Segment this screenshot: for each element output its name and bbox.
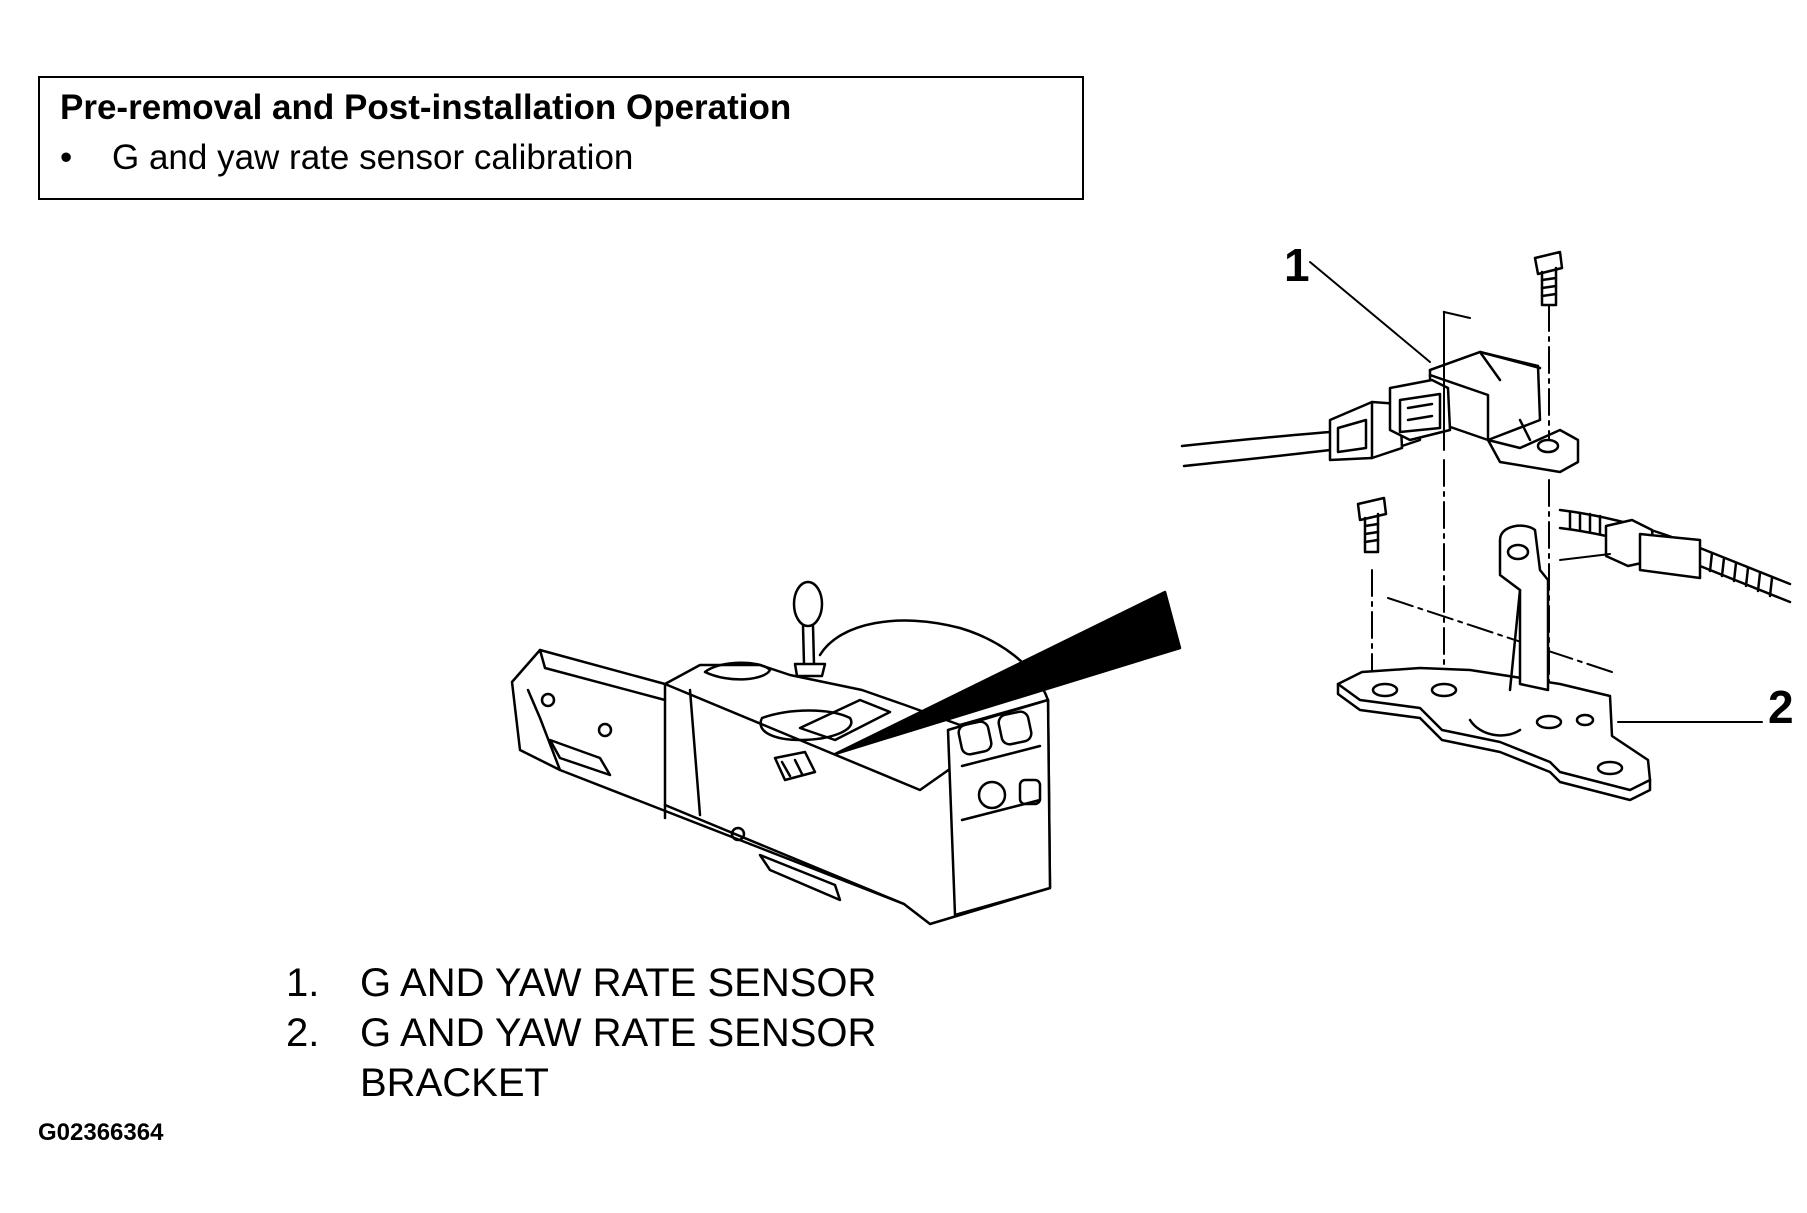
legend-text: G AND YAW RATE SENSOR [360,961,877,1005]
parts-legend: 1. G AND YAW RATE SENSOR 2. G AND YAW RA… [286,958,876,1108]
legend-item: 1. G AND YAW RATE SENSOR [286,958,876,1008]
pre-removal-note-box: Pre-removal and Post-installation Operat… [38,76,1084,200]
callout-1: 1 [1284,239,1310,291]
sensor-exploded-view [1180,250,1792,802]
legend-number: 2. [286,1011,320,1055]
bullet-icon: • [60,138,73,177]
note-title: Pre-removal and Post-installation Operat… [60,88,792,127]
legend-item-continued: BRACKET [286,1058,876,1108]
leader-wedge [833,590,1182,756]
note-item: • G and yaw rate sensor calibration [60,138,633,178]
legend-number: 1. [286,961,320,1005]
callout-2: 2 [1768,681,1794,733]
legend-text: BRACKET [360,1061,549,1105]
figure-id: G02366364 [38,1119,164,1146]
note-item-text: G and yaw rate sensor calibration [112,138,634,177]
center-console-illustration [510,580,1052,926]
legend-text: G AND YAW RATE SENSOR [360,1011,877,1055]
legend-item: 2. G AND YAW RATE SENSOR [286,1008,876,1058]
